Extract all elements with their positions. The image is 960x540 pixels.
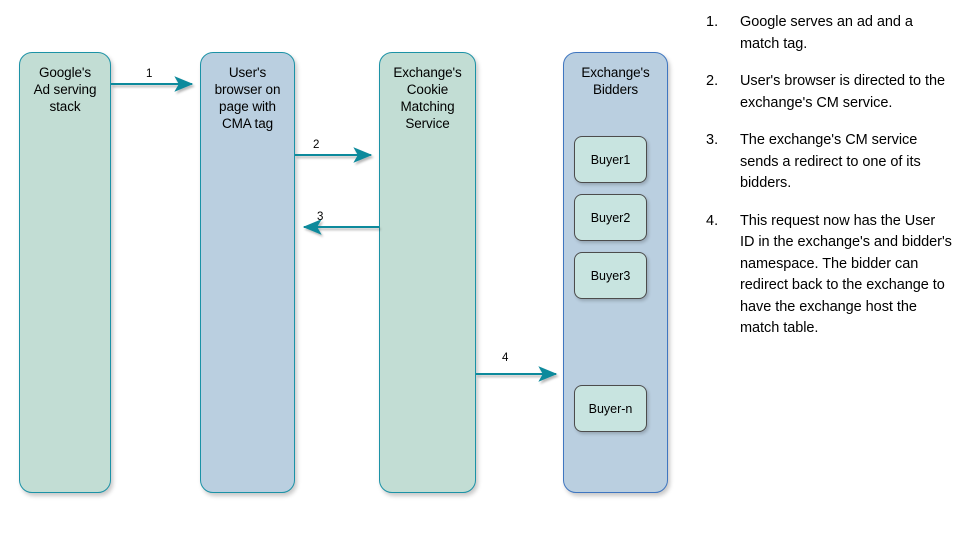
step-text: Google serves an ad and a match tag. — [740, 14, 913, 52]
step-number: 2. — [706, 73, 719, 89]
list-item: 2. User's browser is directed to the exc… — [706, 71, 952, 114]
arrow-2-label: 2 — [313, 139, 320, 151]
step-number: 4. — [706, 212, 719, 229]
buyer-box: Buyer3 — [574, 252, 647, 299]
step-number: 1. — [706, 14, 719, 30]
list-item: 3. The exchange's CM service sends a red… — [706, 130, 952, 195]
list-item: 1. Google serves an ad and a match tag. — [706, 12, 952, 55]
lane-label: User's browser on page with CMA tag — [214, 65, 281, 131]
steps-list: 1. Google serves an ad and a match tag. … — [706, 12, 952, 356]
lane-label: Exchange's Bidders — [581, 65, 650, 97]
lane-google-ad-serving-stack: Google's Ad serving stack — [19, 52, 111, 493]
lane-label: Exchange's Cookie Matching Service — [393, 65, 462, 131]
lane-exchange-cookie-matching-service: Exchange's Cookie Matching Service — [379, 52, 476, 493]
step-text: This request now has the User ID in the … — [740, 212, 952, 337]
lane-user-browser: User's browser on page with CMA tag — [200, 52, 295, 493]
arrow-3-label: 3 — [317, 211, 324, 223]
flow-diagram: Google's Ad serving stack User's browser… — [19, 52, 668, 493]
step-text: The exchange's CM service sends a redire… — [740, 132, 921, 191]
list-item: 4. This request now has the User ID in t… — [706, 211, 952, 340]
arrow-1-label: 1 — [146, 68, 153, 80]
buyer-box: Buyer1 — [574, 136, 647, 183]
buyer-box: Buyer-n — [574, 385, 647, 432]
step-text: User's browser is directed to the exchan… — [740, 73, 946, 111]
buyer-box: Buyer2 — [574, 194, 647, 241]
step-number: 3. — [706, 132, 719, 148]
arrow-4-label: 4 — [502, 352, 509, 364]
lane-label: Google's Ad serving stack — [33, 65, 97, 114]
arrow-layer — [111, 76, 558, 382]
